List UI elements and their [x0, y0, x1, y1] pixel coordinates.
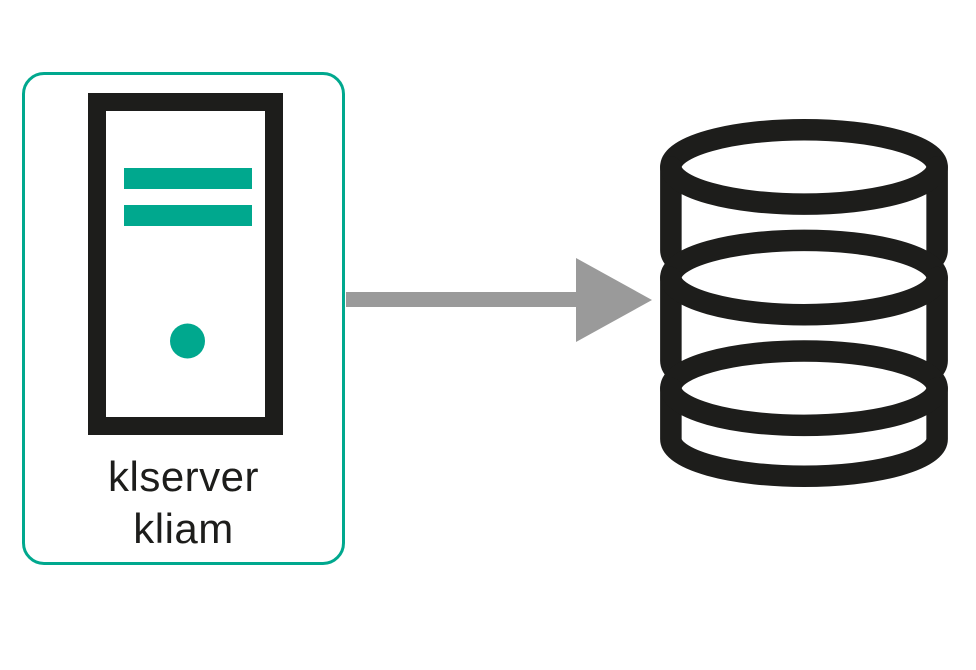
- server-power-dot: [170, 323, 205, 359]
- server-vent-bar-top: [124, 168, 252, 189]
- server-node-label-line2: kliam: [133, 505, 234, 552]
- server-tower-icon: [88, 93, 283, 435]
- server-case: [88, 93, 283, 435]
- database-icon: [660, 118, 948, 488]
- arrow-head: [576, 258, 652, 342]
- database-disk-bottom: [660, 340, 948, 488]
- server-vent-bar-bottom: [124, 205, 252, 226]
- server-node: klserver kliam: [22, 72, 345, 565]
- arrow-shaft: [346, 292, 586, 307]
- server-node-label-line1: klserver: [107, 453, 260, 500]
- arrow-right-icon: [346, 258, 652, 342]
- server-node-label: klserver kliam: [25, 451, 342, 555]
